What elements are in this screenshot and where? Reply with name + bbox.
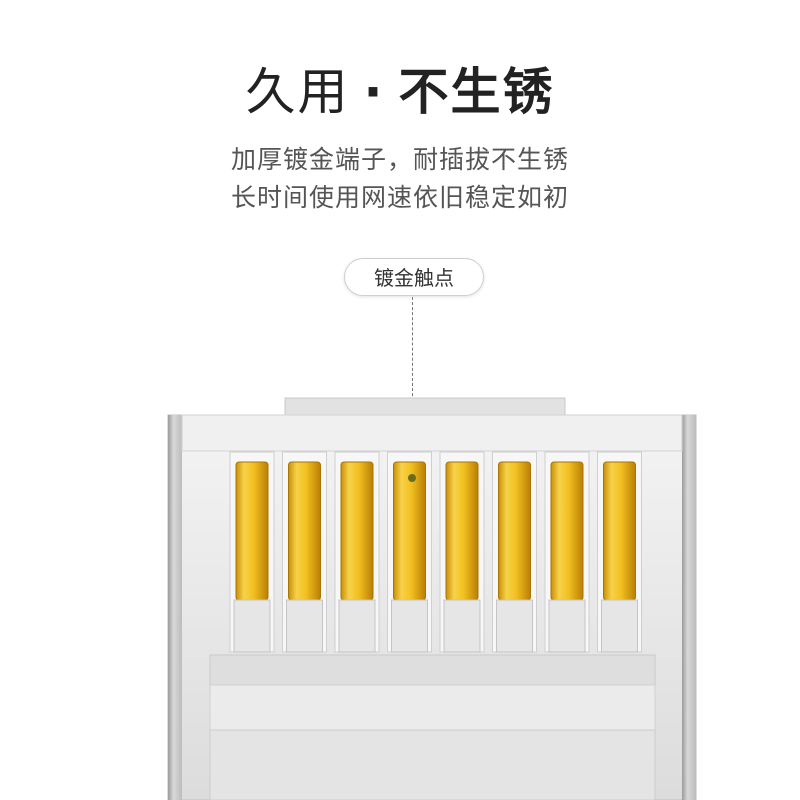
housing-top-rim (181, 414, 683, 452)
housing-left-edge (168, 415, 182, 800)
gold-contact-pins (229, 451, 642, 653)
headline: 久用·不生锈 (0, 52, 800, 124)
subtitle-line-2: 长时间使用网速依旧稳定如初 (230, 183, 569, 212)
callout-leader-line (412, 297, 413, 472)
housing-right-edge (682, 415, 696, 800)
gold-contact-pin (498, 461, 531, 601)
headline-dot: · (363, 63, 385, 121)
gold-contact-pin (445, 461, 479, 601)
pin-base (496, 599, 533, 653)
gold-contact-pin (288, 461, 321, 601)
gold-contact-pin (235, 461, 269, 601)
pin-base (286, 599, 323, 653)
lower-band-2 (209, 684, 656, 731)
lower-band-1 (209, 654, 656, 686)
gold-contact-pin (550, 461, 584, 601)
pin-base (443, 599, 481, 653)
pin-base (548, 599, 586, 653)
pin-base (338, 599, 376, 653)
pin-base (233, 599, 271, 653)
headline-light: 久用 (245, 63, 350, 121)
gold-contact-pin (603, 461, 636, 601)
callout-dot (408, 474, 416, 482)
callout-label: 镀金触点 (344, 258, 484, 296)
gold-contact-pin (340, 461, 374, 601)
gold-contact-pin (393, 461, 426, 601)
pin-base (601, 599, 638, 653)
subtitle-line-1: 加厚镀金端子，耐插拔不生锈 (230, 145, 569, 174)
lower-band-3 (209, 729, 656, 800)
pin-base (391, 599, 428, 653)
headline-bold: 不生锈 (398, 63, 555, 121)
